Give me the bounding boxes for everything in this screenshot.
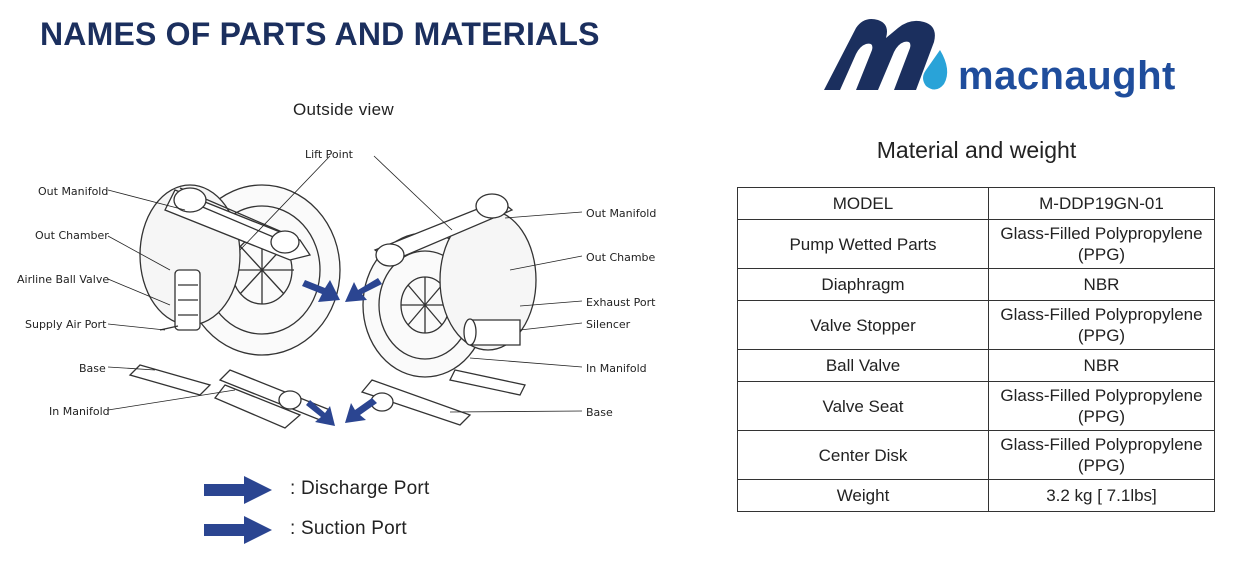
row-value: Glass-Filled Polypropylene (PPG)	[988, 381, 1215, 431]
table-row: Valve Stopper Glass-Filled Polypropylene…	[737, 300, 1215, 350]
table-row: Valve Seat Glass-Filled Polypropylene (P…	[737, 381, 1215, 431]
port-arrows	[302, 278, 382, 426]
table-row: Ball Valve NBR	[737, 349, 1215, 382]
label-exhaust-port: Exhaust Port	[586, 296, 656, 309]
row-value: Glass-Filled Polypropylene (PPG)	[988, 219, 1215, 269]
row-label: Weight	[737, 479, 989, 512]
row-label: Ball Valve	[737, 349, 989, 382]
label-out-manifold-right: Out Manifold	[586, 207, 657, 220]
row-label: Pump Wetted Parts	[737, 219, 989, 269]
left-pump-drawing	[128, 184, 341, 429]
logo-mark-icon	[824, 19, 948, 90]
label-in-manifold: In Manifold	[49, 405, 110, 418]
table-row: Center Disk Glass-Filled Polypropylene (…	[737, 430, 1215, 480]
table-row: Diaphragm NBR	[737, 268, 1215, 301]
label-base: Base	[79, 362, 106, 375]
label-airline-ball-valve: Airline Ball Valve	[17, 273, 110, 286]
materials-table: MODEL M-DDP19GN-01 Pump Wetted Parts Gla…	[737, 187, 1215, 512]
row-label: Valve Stopper	[737, 300, 989, 350]
arrow-right-icon	[204, 516, 272, 544]
legend-discharge-text: : Discharge Port	[290, 478, 430, 499]
table-row: MODEL M-DDP19GN-01	[737, 187, 1215, 220]
label-out-chamber: Out Chamber	[35, 229, 109, 242]
row-value: 3.2 kg [ 7.1lbs]	[988, 479, 1215, 512]
label-lift-point: Lift Point	[305, 148, 353, 161]
label-out-manifold: Out Manifold	[38, 185, 109, 198]
outside-view-title: Outside view	[293, 100, 394, 119]
row-label: Valve Seat	[737, 381, 989, 431]
label-silencer: Silencer	[586, 318, 631, 331]
label-supply-air-port: Supply Air Port	[25, 318, 107, 331]
label-base-right: Base	[586, 406, 613, 419]
row-label: MODEL	[737, 187, 989, 220]
row-label: Diaphragm	[737, 268, 989, 301]
label-out-chambe-right: Out Chambe	[586, 251, 656, 264]
label-in-manifold-right: In Manifold	[586, 362, 647, 375]
arrow-right-icon	[204, 476, 272, 504]
leader-lines	[107, 155, 583, 413]
table-row: Pump Wetted Parts Glass-Filled Polypropy…	[737, 219, 1215, 269]
row-label: Center Disk	[737, 430, 989, 480]
row-value: NBR	[988, 349, 1215, 382]
pump-diagram	[107, 155, 583, 429]
legend-suction-text: : Suction Port	[290, 518, 407, 539]
materials-title: Material and weight	[876, 137, 1077, 163]
page-title: NAMES OF PARTS AND MATERIALS	[40, 16, 600, 52]
row-value: Glass-Filled Polypropylene (PPG)	[988, 430, 1215, 480]
row-value: Glass-Filled Polypropylene (PPG)	[988, 300, 1215, 350]
logo-wordmark: macnaught	[958, 54, 1176, 98]
macnaught-logo: macnaught	[820, 14, 1190, 104]
right-pump-drawing	[360, 193, 537, 426]
row-value: M-DDP19GN-01	[988, 187, 1215, 220]
row-value: NBR	[988, 268, 1215, 301]
table-row: Weight 3.2 kg [ 7.1lbs]	[737, 479, 1215, 512]
